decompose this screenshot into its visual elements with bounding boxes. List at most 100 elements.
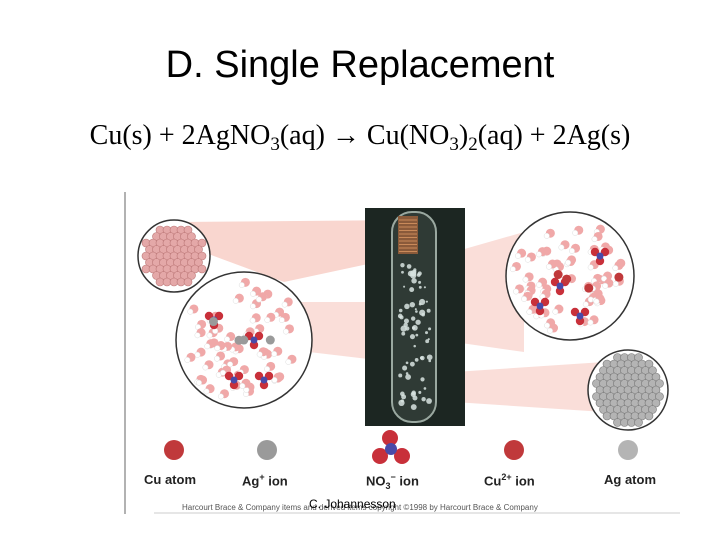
water-hydrogen [214, 355, 220, 362]
lattice-atom [651, 372, 661, 382]
lattice-atom [197, 251, 207, 261]
test-tube-photo [365, 208, 465, 426]
water-hydrogen [227, 361, 234, 368]
water-hydrogen [602, 282, 609, 289]
silver-crystal [403, 285, 406, 288]
cu-surface-zoom [137, 219, 211, 293]
nitrate-oxygen [229, 380, 239, 390]
silver-crystal [428, 359, 432, 363]
silver-crystal [415, 333, 419, 337]
silver-crystal [411, 278, 417, 284]
lattice-atom [651, 385, 661, 395]
lattice-atom [183, 225, 193, 235]
eq-product1-mid: ) [458, 120, 469, 151]
nitrate-nitrogen [250, 336, 258, 344]
silver-crystal [400, 262, 405, 268]
slide-title: D. Single Replacement [165, 44, 555, 86]
water-hydrogen [536, 281, 542, 288]
water-hydrogen [552, 308, 559, 315]
nitrate-icon-nitrogen [385, 443, 397, 455]
silver-crystal [419, 356, 424, 360]
beam-top-left [176, 220, 424, 282]
silver-crystal [401, 394, 407, 400]
lattice-atom [651, 398, 661, 408]
beam-low-right [454, 362, 604, 412]
image-credit: Harcourt Brace & Company items and deriv… [182, 503, 538, 512]
silver-crystal [409, 301, 416, 308]
water-hydrogen [187, 308, 194, 315]
lattice-atom [655, 392, 664, 401]
nitrate-oxygen [575, 316, 585, 326]
eq-reactant2-sub: 3 [270, 134, 280, 155]
water-hydrogen [204, 343, 211, 350]
water-hydrogen [582, 301, 589, 308]
water-hydrogen [526, 309, 533, 315]
silver-crystal [428, 327, 432, 331]
lattice-atom [194, 245, 203, 254]
author-credit: C. Johannesson [309, 497, 396, 511]
silver-crystal [425, 339, 430, 344]
silver-crystal [414, 308, 417, 311]
lattice-atom [187, 271, 196, 280]
silver-crystal [420, 377, 425, 382]
lattice-atom [648, 405, 657, 414]
metal-ion [239, 335, 249, 345]
eq-reactant2-tail: (aq) [279, 120, 332, 151]
water-hydrogen [250, 290, 256, 297]
silver-crystal [410, 404, 417, 411]
silver-crystal [399, 315, 404, 320]
silver-crystal [418, 390, 422, 394]
lattice-atom [183, 277, 193, 287]
water-hydrogen [249, 303, 256, 310]
cu2-ion-icon [504, 440, 524, 460]
lattice-atom [644, 359, 654, 369]
metal-ion [208, 317, 218, 327]
water-hydrogen [558, 244, 565, 251]
lattice-atom [194, 258, 203, 267]
water-hydrogen [524, 256, 531, 263]
silver-crystal [405, 374, 411, 380]
lattice-atom [634, 418, 643, 427]
lattice-atom [187, 232, 196, 241]
water-hydrogen [195, 379, 202, 386]
silver-crystal [415, 310, 418, 313]
eq-product1-sub1: 3 [449, 134, 459, 155]
water-hydrogen [535, 251, 542, 258]
nitrate-oxygen [535, 306, 545, 316]
silver-crystal [403, 322, 408, 328]
silver-crystal [398, 308, 403, 313]
silver-crystal [410, 391, 416, 397]
water-hydrogen [238, 282, 245, 288]
silver-crystal [398, 373, 403, 378]
silver-crystal [426, 354, 433, 361]
legend-ag-atom: Ag atom [604, 472, 656, 487]
water-hydrogen [220, 369, 226, 376]
nitrate-nitrogen [576, 312, 584, 320]
silver-crystal [405, 372, 409, 375]
ag-atom-icon [618, 440, 638, 460]
silver-crystal [414, 357, 419, 362]
legend-cu-atom: Cu atom [144, 472, 196, 487]
water-hydrogen [255, 296, 262, 303]
water-hydrogen [565, 259, 571, 266]
water-hydrogen [194, 332, 201, 339]
silver-crystal [400, 325, 407, 332]
beam-mid-right [454, 232, 524, 352]
silver-crystal [426, 308, 431, 313]
lattice-atom [644, 411, 654, 421]
nitrate-icon-oxygen [372, 448, 388, 464]
water-hydrogen [224, 336, 231, 343]
water-hydrogen [232, 297, 239, 304]
water-hydrogen [256, 351, 263, 358]
water-hydrogen [612, 265, 619, 272]
legend-ag-ion: Ag+ ion [242, 472, 288, 489]
water-hydrogen [509, 266, 516, 273]
eq-product1-sub2: 2 [468, 134, 478, 155]
nitrate-oxygen [249, 340, 259, 350]
water-hydrogen [271, 350, 278, 357]
silver-crystal [421, 397, 426, 402]
water-hydrogen [214, 345, 221, 352]
cu-atom-icon [164, 440, 184, 460]
silver-crystal [404, 303, 410, 310]
silver-crystal [406, 264, 412, 269]
